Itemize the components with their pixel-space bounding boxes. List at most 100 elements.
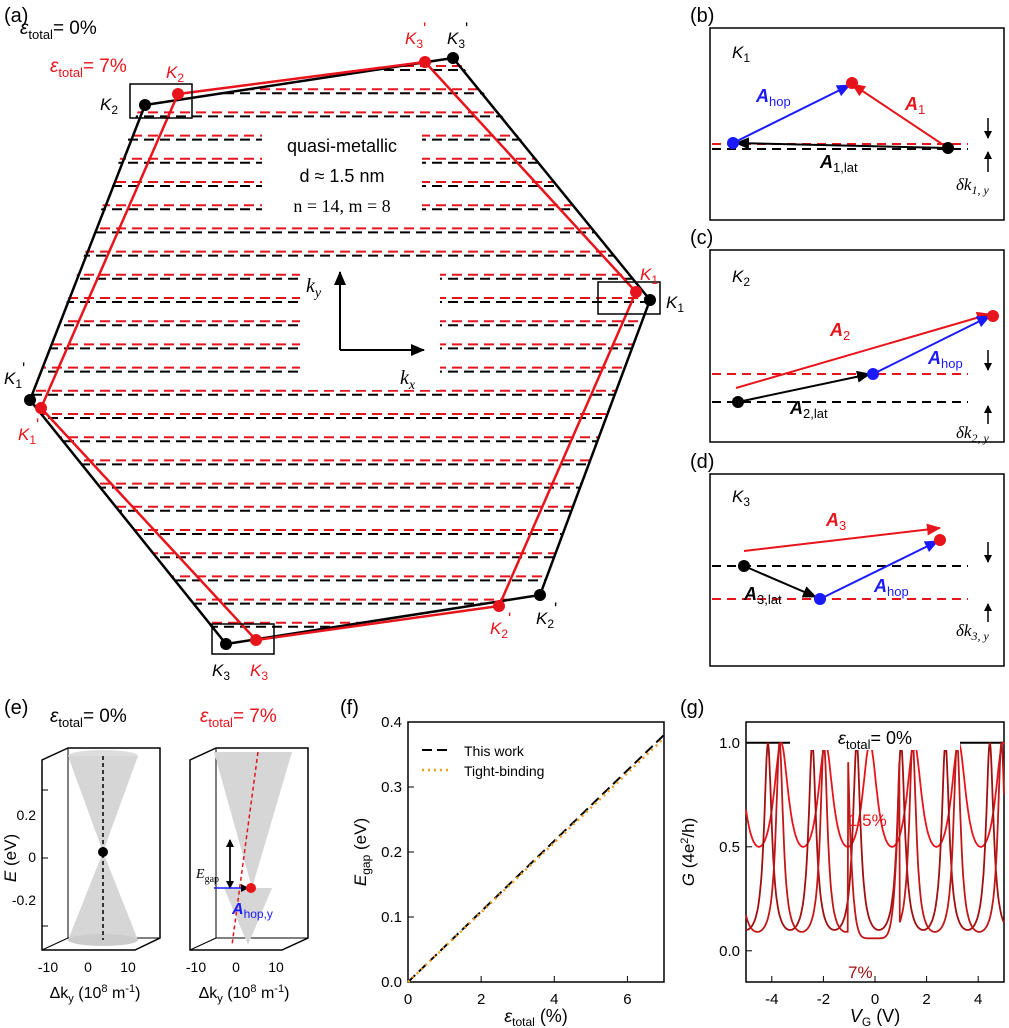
panel-d-hop-arrow bbox=[819, 540, 939, 600]
vertex-dots bbox=[24, 52, 656, 650]
panel-e-xlabel-left: Δky (108 m-1) bbox=[50, 983, 141, 1005]
panel-b: (b) K1 Ahop A1 A1,lat δk1, y bbox=[690, 5, 1005, 221]
panel-g-annot-15: 1.5% bbox=[848, 811, 887, 830]
vertex-labels: K2 K2 K3' K3' K1 K1 K1' K1' K2' K2' K3 K… bbox=[4, 19, 684, 683]
panel-f-label: (f) bbox=[340, 697, 359, 719]
panel-d-hop-label: Ahop bbox=[873, 576, 909, 599]
panel-d-a3-arrow bbox=[743, 523, 941, 552]
f-ytick-label: 0.2 bbox=[381, 844, 402, 861]
panel-c-box bbox=[709, 249, 1005, 443]
g-xtick-label: 2 bbox=[922, 991, 930, 1008]
f-ytick-label: 0.1 bbox=[381, 909, 402, 926]
label-k3p-black: K3' bbox=[447, 19, 468, 51]
panel-d-label: (d) bbox=[690, 451, 714, 473]
panel-d-a3-label: A3 bbox=[825, 510, 846, 533]
label-k2-black: K2 bbox=[100, 95, 118, 117]
panel-e-label: (e) bbox=[4, 697, 28, 719]
e-xtick-1: 0 bbox=[84, 959, 92, 975]
panel-b-box bbox=[709, 27, 1005, 221]
legend-tb: Tight-binding bbox=[464, 763, 544, 779]
label-k3-black: K3 bbox=[212, 661, 230, 683]
label-k2p-black: K2' bbox=[536, 599, 557, 631]
f-ytick-label: 0.0 bbox=[381, 974, 402, 991]
desc-line2: d ≈ 1.5 nm bbox=[300, 166, 385, 186]
g-xtick-label: 0 bbox=[871, 991, 879, 1008]
e-xtick-r0: -10 bbox=[186, 959, 206, 975]
g-xtick-label: -2 bbox=[817, 991, 830, 1008]
panel-f-ylabel: Egap (eV) bbox=[351, 818, 373, 886]
panel-g-xlabel: VG (V) bbox=[850, 1006, 900, 1028]
panel-a-eps0: εtotal= 0% bbox=[20, 18, 97, 42]
f-xtick-label: 6 bbox=[623, 991, 631, 1008]
f-xtick-label: 0 bbox=[404, 991, 412, 1008]
label-k1p-black: K1' bbox=[4, 359, 25, 391]
label-k2p-red: K2' bbox=[490, 609, 511, 641]
g-series-1-5 bbox=[745, 741, 1005, 848]
panel-b-lat-label: A1,lat bbox=[819, 152, 858, 175]
kx-label: kx bbox=[400, 367, 416, 393]
label-k1-red: K1 bbox=[640, 265, 658, 287]
panel-g-label: (g) bbox=[680, 697, 704, 719]
zoom-box-k3 bbox=[211, 623, 275, 655]
g-series-7 bbox=[745, 742, 1005, 931]
panel-b-a-lat-arrow bbox=[735, 137, 949, 150]
label-k1p-red: K1' bbox=[18, 415, 39, 447]
panel-e-xlabel-right: Δky (108 m-1) bbox=[199, 983, 290, 1005]
g-series-7-gap bbox=[745, 742, 1005, 940]
panel-e-title0: εtotal= 0% bbox=[50, 706, 127, 730]
panel-d-k: K3 bbox=[732, 487, 750, 509]
panel-f-xlabel: εtotal (%) bbox=[504, 1006, 568, 1028]
f-xtick-label: 4 bbox=[550, 991, 558, 1008]
panel-d: (d) K3 A3 Ahop A3,lat δk3, y bbox=[690, 451, 1005, 667]
panel-c-hop-label: Ahop bbox=[927, 348, 963, 371]
zoom-box-k1 bbox=[597, 281, 661, 315]
label-k3p-red: K3' bbox=[405, 19, 426, 51]
e-ytick-2: -0.2 bbox=[12, 892, 36, 908]
panel-c-label: (c) bbox=[690, 227, 713, 249]
e-ytick-1: 0 bbox=[28, 849, 36, 865]
g-xtick-label: 4 bbox=[974, 991, 982, 1008]
panel-b-dk: δk1, y bbox=[956, 175, 989, 197]
g-ytick-label: 0.0 bbox=[719, 943, 740, 960]
label-k2-red: K2 bbox=[166, 63, 184, 85]
zoom-box-k2 bbox=[129, 83, 193, 119]
panel-d-lat-arrow bbox=[743, 565, 817, 598]
panel-d-box bbox=[709, 473, 1005, 667]
e-xtick-r1: 0 bbox=[232, 959, 240, 975]
panel-f-axes bbox=[407, 721, 665, 983]
panel-e-left-box bbox=[41, 747, 161, 951]
panel-g-ylabel: G (4e2/h) bbox=[679, 818, 698, 887]
panel-c-lat-arrow bbox=[737, 370, 871, 403]
f-xtick-label: 2 bbox=[477, 991, 485, 1008]
e-xtick-2: 10 bbox=[120, 959, 136, 975]
panel-c-a2-arrow bbox=[735, 311, 991, 389]
panel-b-a1-label: A1 bbox=[904, 94, 925, 117]
panel-c-k: K2 bbox=[732, 267, 750, 289]
f-series-tb bbox=[407, 737, 665, 983]
panel-e: (e) εtotal= 0% εtotal= 7% 0.2 0 -0.2 E (… bbox=[1, 697, 309, 1005]
panel-g-series bbox=[745, 741, 1005, 940]
panel-b-hop-arrow bbox=[732, 84, 851, 144]
panel-c: (c) K2 A2 Ahop A2,lat δk2, y bbox=[690, 227, 1005, 445]
desc-line1: quasi-metallic bbox=[287, 136, 397, 156]
panel-e-ahop: Ahop,y bbox=[231, 901, 273, 921]
axes-bg bbox=[300, 260, 440, 390]
panel-e-egap: Egap bbox=[195, 867, 219, 885]
panel-f-series bbox=[407, 734, 665, 983]
e-xtick-0: -10 bbox=[38, 959, 58, 975]
panel-d-lat-label: A3,lat bbox=[743, 584, 782, 607]
panel-e-ylabel: E (eV) bbox=[1, 834, 20, 882]
ky-label: ky bbox=[306, 275, 322, 301]
panel-a-eps7: εtotal= 7% bbox=[50, 56, 127, 80]
panel-c-dk: δk2, y bbox=[956, 423, 989, 445]
panel-b-label: (b) bbox=[690, 5, 714, 27]
panel-a-label: (a) bbox=[4, 5, 28, 27]
desc-line3: n = 14, m = 8 bbox=[293, 196, 390, 216]
panel-c-lat-label: A2,lat bbox=[789, 398, 828, 421]
panel-c-hop-arrow bbox=[872, 315, 991, 375]
panel-g-annot-7: 7% bbox=[848, 963, 873, 982]
panel-d-dk: δk3, y bbox=[956, 621, 989, 643]
panel-a: (a) εtotal= 0% εtotal= 7% K2 K2 K3' K3' … bbox=[4, 5, 684, 683]
